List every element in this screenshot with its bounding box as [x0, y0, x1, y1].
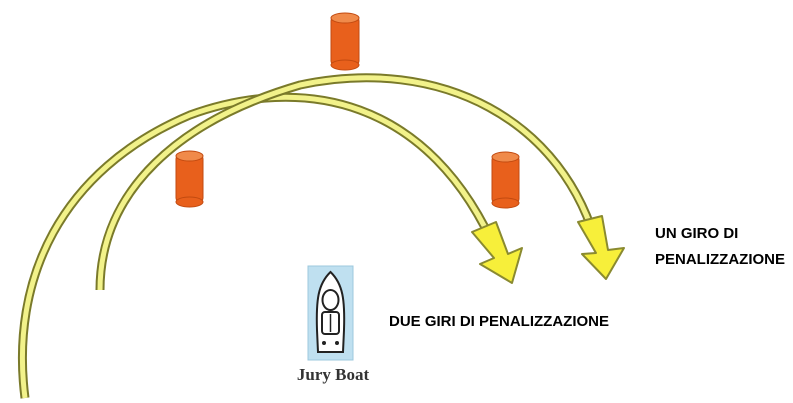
one-lap-penalty-label-line1: UN GIRO DI [655, 225, 739, 242]
jury-boat-icon [307, 265, 354, 361]
buoy-icon [330, 12, 360, 71]
one-lap-track [95, 73, 603, 291]
buoy-icon [491, 151, 520, 209]
one-lap-penalty-label-line2: PENALIZZAZIONE [655, 251, 785, 268]
two-laps-penalty-label: DUE GIRI DI PENALIZZAZIONE [389, 313, 610, 330]
jury-boat-label: Jury Boat [296, 365, 370, 384]
one-lap-penalty-label: UN GIRO DI PENALIZZAZIONE [655, 221, 785, 273]
two-laps-arrow-icon [471, 221, 523, 284]
buoy-icon [175, 150, 204, 208]
two-laps-track [17, 92, 503, 399]
one-lap-arrow-icon [577, 215, 625, 280]
